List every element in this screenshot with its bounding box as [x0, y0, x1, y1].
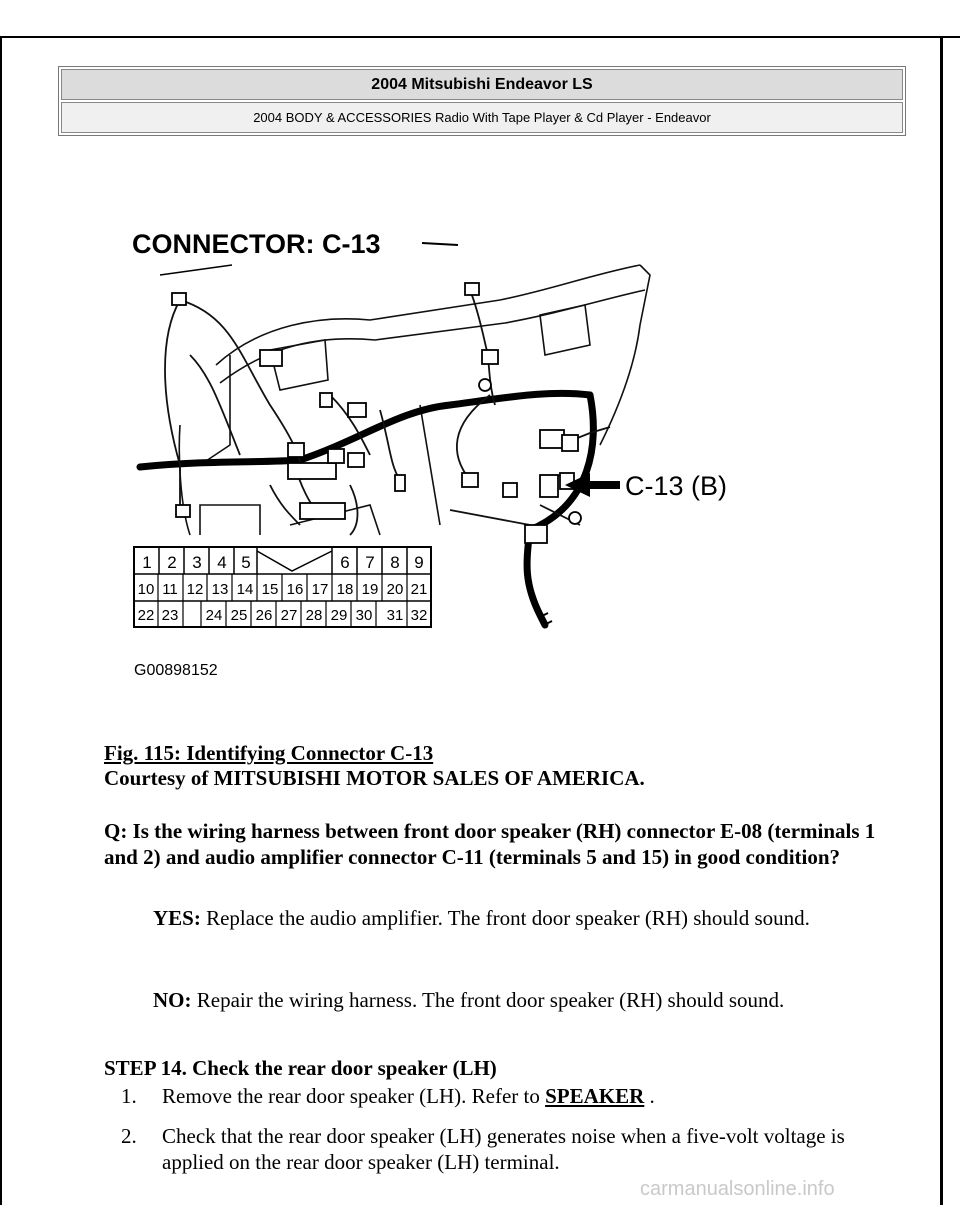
diagram-title: CONNECTOR: C-13 [132, 229, 381, 259]
pin-label: 27 [281, 607, 298, 624]
pin-label: 10 [138, 581, 155, 598]
harness-tape [539, 612, 553, 626]
watermark: carmanualsonline.info [640, 1178, 835, 1200]
answer-no-text: Repair the wiring harness. The front doo… [191, 988, 785, 1012]
pin-label: 1 [142, 553, 151, 572]
pin-label: 12 [187, 581, 204, 598]
branch-wires [164, 289, 611, 536]
pin-label: 11 [162, 581, 178, 598]
pin-label: 18 [337, 581, 354, 598]
pin-label: 2 [167, 553, 176, 572]
pin-label: 28 [306, 607, 323, 624]
pin-label: 15 [262, 581, 279, 598]
answer-yes-label: YES: [153, 906, 201, 930]
list-number: 2. [121, 1124, 137, 1148]
callout-label: C-13 (B) [625, 471, 727, 501]
header-title: 2004 Mitsubishi Endeavor LS [61, 69, 903, 100]
pin-label: 30 [356, 607, 373, 624]
answer-yes: YES: Replace the audio amplifier. The fr… [153, 905, 873, 931]
page-frame-right [940, 36, 943, 1205]
document-header: 2004 Mitsubishi Endeavor LS 2004 BODY & … [58, 66, 906, 136]
pin-label: 25 [231, 607, 248, 624]
header-subtitle: 2004 BODY & ACCESSORIES Radio With Tape … [61, 102, 903, 133]
pin-label: 13 [212, 581, 229, 598]
connector-blocks [171, 282, 582, 544]
pin-label: 20 [387, 581, 404, 598]
pin-label: 19 [362, 581, 379, 598]
pin-label: 22 [138, 607, 155, 624]
speaker-link[interactable]: SPEAKER [545, 1084, 645, 1108]
list-text-after: . [644, 1084, 655, 1108]
pin-label: 24 [206, 607, 223, 624]
pin-label: 32 [411, 607, 428, 624]
pin-label: 4 [217, 553, 226, 572]
figure-caption: Fig. 115: Identifying Connector C-13 Cou… [104, 741, 645, 791]
page-frame-left [0, 36, 2, 1205]
pin-label: 14 [237, 581, 254, 598]
answer-no-label: NO: [153, 988, 192, 1012]
pin-label: 29 [331, 607, 348, 624]
pin-label: 17 [312, 581, 329, 598]
pin-label: 16 [287, 581, 304, 598]
pin-label: 3 [192, 553, 201, 572]
dashboard-outline [178, 264, 651, 536]
pin-label: 23 [162, 607, 179, 624]
pin-label: 5 [241, 553, 250, 572]
pin-label: 26 [256, 607, 273, 624]
list-text: Check that the rear door speaker (LH) ge… [162, 1124, 845, 1174]
image-code: G00898152 [134, 662, 218, 679]
callout-arrow [565, 473, 620, 497]
list-item: 1. Remove the rear door speaker (LH). Re… [121, 1083, 881, 1109]
list-item: 2. Check that the rear door speaker (LH)… [121, 1123, 881, 1175]
caption-courtesy: Courtesy of MITSUBISHI MOTOR SALES OF AM… [104, 766, 645, 790]
question-text: Q: Is the wiring harness between front d… [104, 819, 876, 869]
page-frame-top [0, 36, 960, 38]
pin-label: 9 [414, 553, 423, 572]
step-heading: STEP 14. Check the rear door speaker (LH… [104, 1056, 497, 1080]
list-text: Remove the rear door speaker (LH). Refer… [162, 1084, 546, 1108]
caption-title: Fig. 115: Identifying Connector C-13 [104, 741, 434, 765]
pin-label: 6 [340, 553, 349, 572]
pin-label: 8 [390, 553, 399, 572]
answer-yes-text: Replace the audio amplifier. The front d… [200, 906, 810, 930]
list-number: 1. [121, 1084, 137, 1108]
pin-label: 21 [411, 581, 428, 598]
pin-label: 7 [365, 553, 374, 572]
answer-no: NO: Repair the wiring harness. The front… [153, 987, 873, 1013]
connector-pin-grid: 1 2 3 4 5 6 7 8 9 10 11 [133, 546, 432, 628]
pin-label: 31 [387, 607, 404, 624]
connector-diagram: CONNECTOR: C-13 [120, 205, 800, 705]
